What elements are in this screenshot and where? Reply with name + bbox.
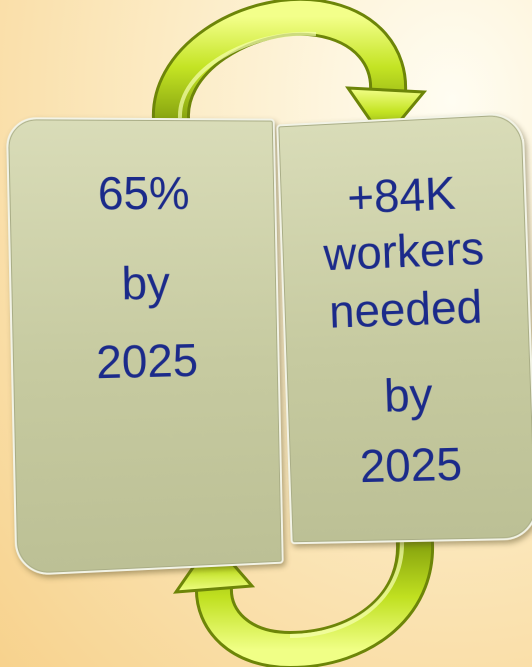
right-card-workers: workers	[322, 221, 485, 281]
left-stat-card: 65% by 2025	[5, 117, 284, 577]
right-card-year: 2025	[358, 437, 463, 493]
right-card-needed: needed	[328, 280, 484, 338]
right-stat-card: +84K workers needed by 2025	[276, 111, 532, 545]
left-card-year: 2025	[95, 333, 199, 389]
left-card-value: 65%	[97, 166, 190, 220]
left-card-by: by	[120, 256, 171, 310]
top-curved-arrow-icon	[151, 0, 428, 143]
right-card-by: by	[383, 368, 434, 422]
right-card-value: +84K	[346, 166, 457, 224]
